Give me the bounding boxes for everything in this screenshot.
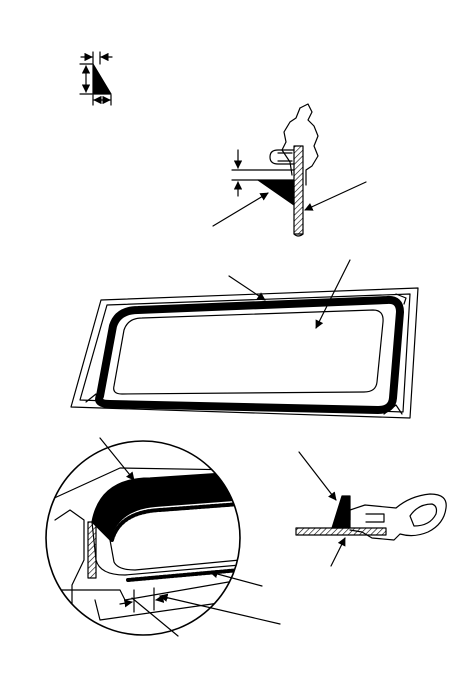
corner-bracket-tr: [395, 293, 407, 305]
panel-bottom: [293, 233, 304, 237]
bead-profile-dimension: [79, 51, 113, 106]
detail-frame-lower: [59, 579, 240, 601]
leader-seal-bead: [298, 451, 337, 501]
seal-bead-wedge: [331, 495, 351, 529]
leader-seal-panel: [330, 537, 346, 567]
panel-edge: [293, 145, 304, 235]
seal-molding-lobe: [409, 503, 438, 527]
leader-detail-bottom: [131, 597, 179, 637]
clip-knob: [269, 149, 295, 165]
leader-bead: [212, 192, 269, 227]
bracket-outline: [299, 103, 319, 186]
seal-glass-panel: [295, 527, 387, 536]
leader-detail-bottom-right: [159, 593, 281, 625]
seal-molding-slot: [365, 513, 385, 523]
detail-bead-teeth: [110, 502, 240, 542]
window-frame-with-bead-loop: [70, 259, 419, 419]
magnified-corner-bead-detail: [45, 437, 281, 637]
leader-panel: [304, 181, 367, 211]
glass-pane: [113, 309, 384, 395]
detail-glass-sheet-inner: [109, 539, 240, 571]
bead-at-seal-section: [295, 451, 447, 567]
corner-bracket-bl: [85, 393, 99, 405]
bead-loop: [95, 295, 404, 414]
leader-glass: [315, 259, 351, 329]
frame-outer: [70, 287, 419, 419]
magnifier-circle: [45, 440, 241, 636]
bead-wedge: [257, 179, 295, 206]
bead-triangle: [92, 63, 112, 95]
detail-hatched-edge: [87, 521, 97, 579]
detail-lower-teeth: [126, 568, 240, 582]
detail-dim-right: [155, 594, 169, 603]
corner-bracket-br: [383, 404, 403, 415]
leader-detail-right: [209, 569, 263, 587]
detail-frame-lower-2: [94, 599, 240, 621]
bracket-outline-left: [281, 107, 301, 176]
leader-detail-top: [99, 437, 135, 481]
seal-molding: [349, 493, 447, 541]
leader-frame-bead: [228, 275, 266, 301]
detail-bead-band: [91, 471, 240, 541]
detail-dim-left: [119, 599, 133, 608]
detail-frame-plate-2: [54, 509, 85, 635]
bead-on-panel-edge-section: [212, 103, 367, 237]
detail-frame-plate: [49, 467, 240, 501]
